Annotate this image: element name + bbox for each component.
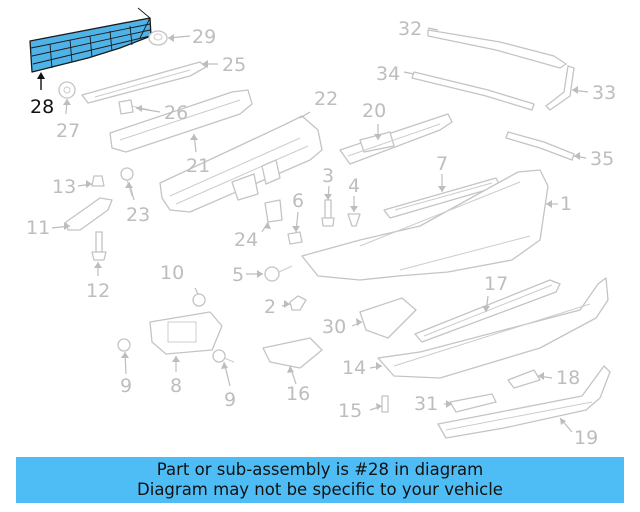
callout-26: 26 — [164, 102, 188, 124]
callout-31: 31 — [414, 393, 438, 415]
part-15-bolt[interactable] — [381, 395, 389, 413]
callout-22: 22 — [314, 88, 338, 110]
callout-21: 21 — [186, 155, 210, 177]
part-4-clip[interactable] — [347, 213, 361, 227]
part-19-skid-trim[interactable] — [437, 365, 611, 439]
callout-labels: 1 2 3 4 5 6 7 8 9 9 10 11 12 13 14 15 16… — [26, 18, 616, 449]
callout-34: 34 — [376, 63, 400, 85]
part-21-reinforcement[interactable] — [109, 89, 253, 153]
callout-23: 23 — [126, 204, 150, 226]
callout-17: 17 — [484, 273, 508, 295]
callout-20: 20 — [362, 100, 386, 122]
part-35-molding[interactable] — [505, 131, 575, 161]
part-20-bracket[interactable] — [339, 113, 453, 165]
part-29-clip[interactable] — [148, 30, 168, 46]
callout-12: 12 — [86, 280, 110, 302]
callout-16: 16 — [286, 383, 310, 405]
callout-14: 14 — [342, 357, 366, 379]
part-18-reflector[interactable] — [507, 369, 541, 389]
part-16-bracket[interactable] — [262, 337, 323, 369]
callout-11: 11 — [26, 217, 50, 239]
part-9-bolt-right[interactable] — [212, 349, 235, 363]
callout-10: 10 — [160, 262, 184, 284]
part-33-molding[interactable] — [545, 65, 575, 111]
callout-7: 7 — [436, 153, 448, 175]
callout-13: 13 — [52, 176, 76, 198]
callout-2: 2 — [264, 296, 276, 318]
part-3-bolt[interactable] — [321, 199, 335, 227]
callout-33: 33 — [592, 82, 616, 104]
callout-25: 25 — [222, 54, 246, 76]
callout-27: 27 — [56, 120, 80, 142]
part-31-bracket[interactable] — [449, 393, 497, 413]
part-13-bolt[interactable] — [91, 175, 105, 187]
part-30-bracket[interactable] — [359, 297, 417, 339]
callout-24: 24 — [234, 229, 258, 251]
callout-6: 6 — [292, 190, 304, 212]
callout-5: 5 — [232, 264, 244, 286]
callout-8: 8 — [170, 375, 182, 397]
part-14-lower-cover[interactable] — [377, 277, 609, 379]
part-26-bolt[interactable] — [118, 99, 151, 115]
callout-9b: 9 — [224, 389, 236, 411]
part-8-bracket[interactable] — [149, 311, 223, 355]
part-24-bracket[interactable] — [264, 199, 283, 223]
callout-3: 3 — [322, 165, 334, 187]
part-17-strip[interactable] — [414, 279, 561, 343]
part-25-strip[interactable] — [81, 61, 207, 104]
callout-30: 30 — [322, 316, 346, 338]
callout-1: 1 — [560, 193, 572, 215]
part-5-nut[interactable] — [264, 265, 293, 282]
callout-32: 32 — [398, 18, 422, 40]
part-34-molding[interactable] — [411, 71, 535, 111]
leader-28 — [37, 72, 45, 90]
callout-9a: 9 — [120, 375, 132, 397]
part-11-bracket[interactable] — [65, 197, 113, 231]
part-32-molding[interactable] — [427, 29, 567, 69]
part-12-bolt[interactable] — [91, 231, 107, 261]
part-10-clip[interactable] — [192, 293, 206, 307]
part-2-clip[interactable] — [289, 295, 307, 311]
callout-4: 4 — [348, 175, 360, 197]
callout-28: 28 — [30, 96, 54, 118]
banner-line-2: Diagram may not be specific to your vehi… — [137, 480, 503, 499]
part-6-clip[interactable] — [287, 231, 303, 245]
part-22-beam[interactable] — [159, 115, 323, 213]
part-9-bolt-left[interactable] — [117, 338, 131, 352]
callout-29: 29 — [192, 26, 216, 48]
info-banner: Part or sub-assembly is #28 in diagram D… — [16, 457, 624, 503]
leader-arrows — [63, 34, 580, 425]
part-1-bumper-cover[interactable] — [301, 169, 549, 281]
callout-35: 35 — [590, 148, 614, 170]
callout-18: 18 — [556, 367, 580, 389]
banner-line-1: Part or sub-assembly is #28 in diagram — [156, 460, 484, 479]
callout-19: 19 — [574, 427, 598, 449]
part-28-highlighted[interactable] — [29, 7, 152, 73]
part-23-bolt[interactable] — [120, 167, 134, 197]
callout-15: 15 — [338, 400, 362, 422]
part-27-clip[interactable] — [58, 81, 76, 99]
